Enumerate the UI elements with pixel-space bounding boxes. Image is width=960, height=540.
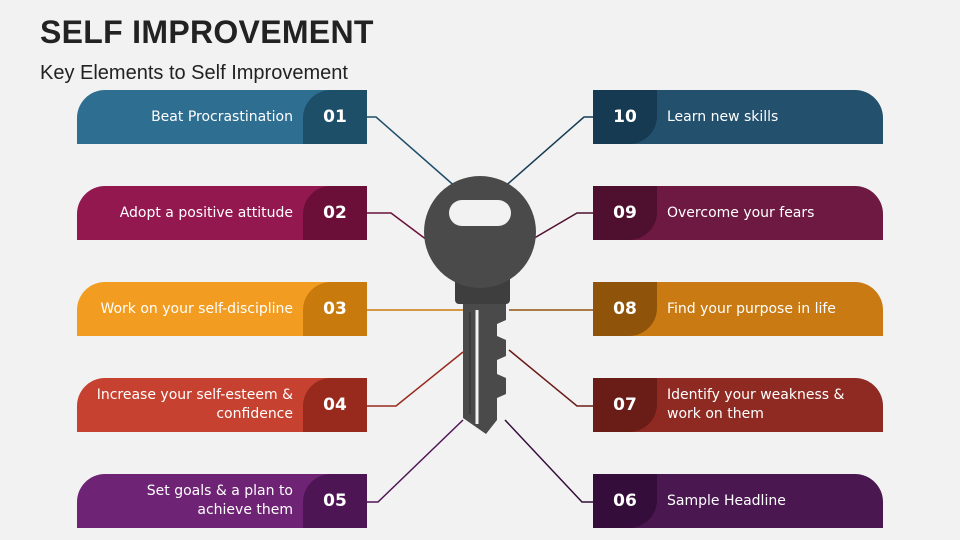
element-number: 07 [593,378,657,432]
element-label: Adopt a positive attitude [119,204,293,221]
element-08: Find your purpose in life 08 [593,282,883,336]
key-icon [424,176,536,434]
element-number: 05 [303,474,367,528]
element-label: Work on your self-discipline [100,300,293,317]
element-label: Learn new skills [667,108,779,125]
connector-09 [530,212,593,241]
element-label: Sample Headline [667,492,786,509]
page-subtitle: Key Elements to Self Improvement [40,62,348,84]
element-number: 09 [593,186,657,240]
element-label: Set goals & a plan to achieve them [146,483,293,518]
element-01: Beat Procrastination 01 [77,90,367,144]
element-label: Find your purpose in life [667,300,836,317]
connector-10 [501,116,593,190]
element-05: Set goals & a plan to achieve them 05 [77,474,367,528]
connector-02 [367,212,428,241]
element-number: 03 [303,282,367,336]
element-02: Adopt a positive attitude 02 [77,186,367,240]
element-label: Increase your self-esteem & confidence [96,387,293,422]
element-number: 01 [303,90,367,144]
connector-06 [504,419,593,503]
element-07: Identify your weakness & work on them 07 [593,378,883,432]
element-number: 06 [593,474,657,528]
element-label: Overcome your fears [667,204,815,221]
element-09: Overcome your fears 09 [593,186,883,240]
element-number: 08 [593,282,657,336]
connector-01 [367,116,459,190]
element-03: Work on your self-discipline 03 [77,282,367,336]
element-10: Learn new skills 10 [593,90,883,144]
page-title: SELF IMPROVEMENT [40,14,374,50]
connector-04 [367,351,464,407]
connector-07 [508,349,593,407]
element-label: Identify your weakness & work on them [667,387,845,422]
connector-05 [367,419,464,503]
element-number: 10 [593,90,657,144]
element-04: Increase your self-esteem & confidence 04 [77,378,367,432]
element-number: 04 [303,378,367,432]
element-number: 02 [303,186,367,240]
element-06: Sample Headline 06 [593,474,883,528]
element-label: Beat Procrastination [151,108,293,125]
